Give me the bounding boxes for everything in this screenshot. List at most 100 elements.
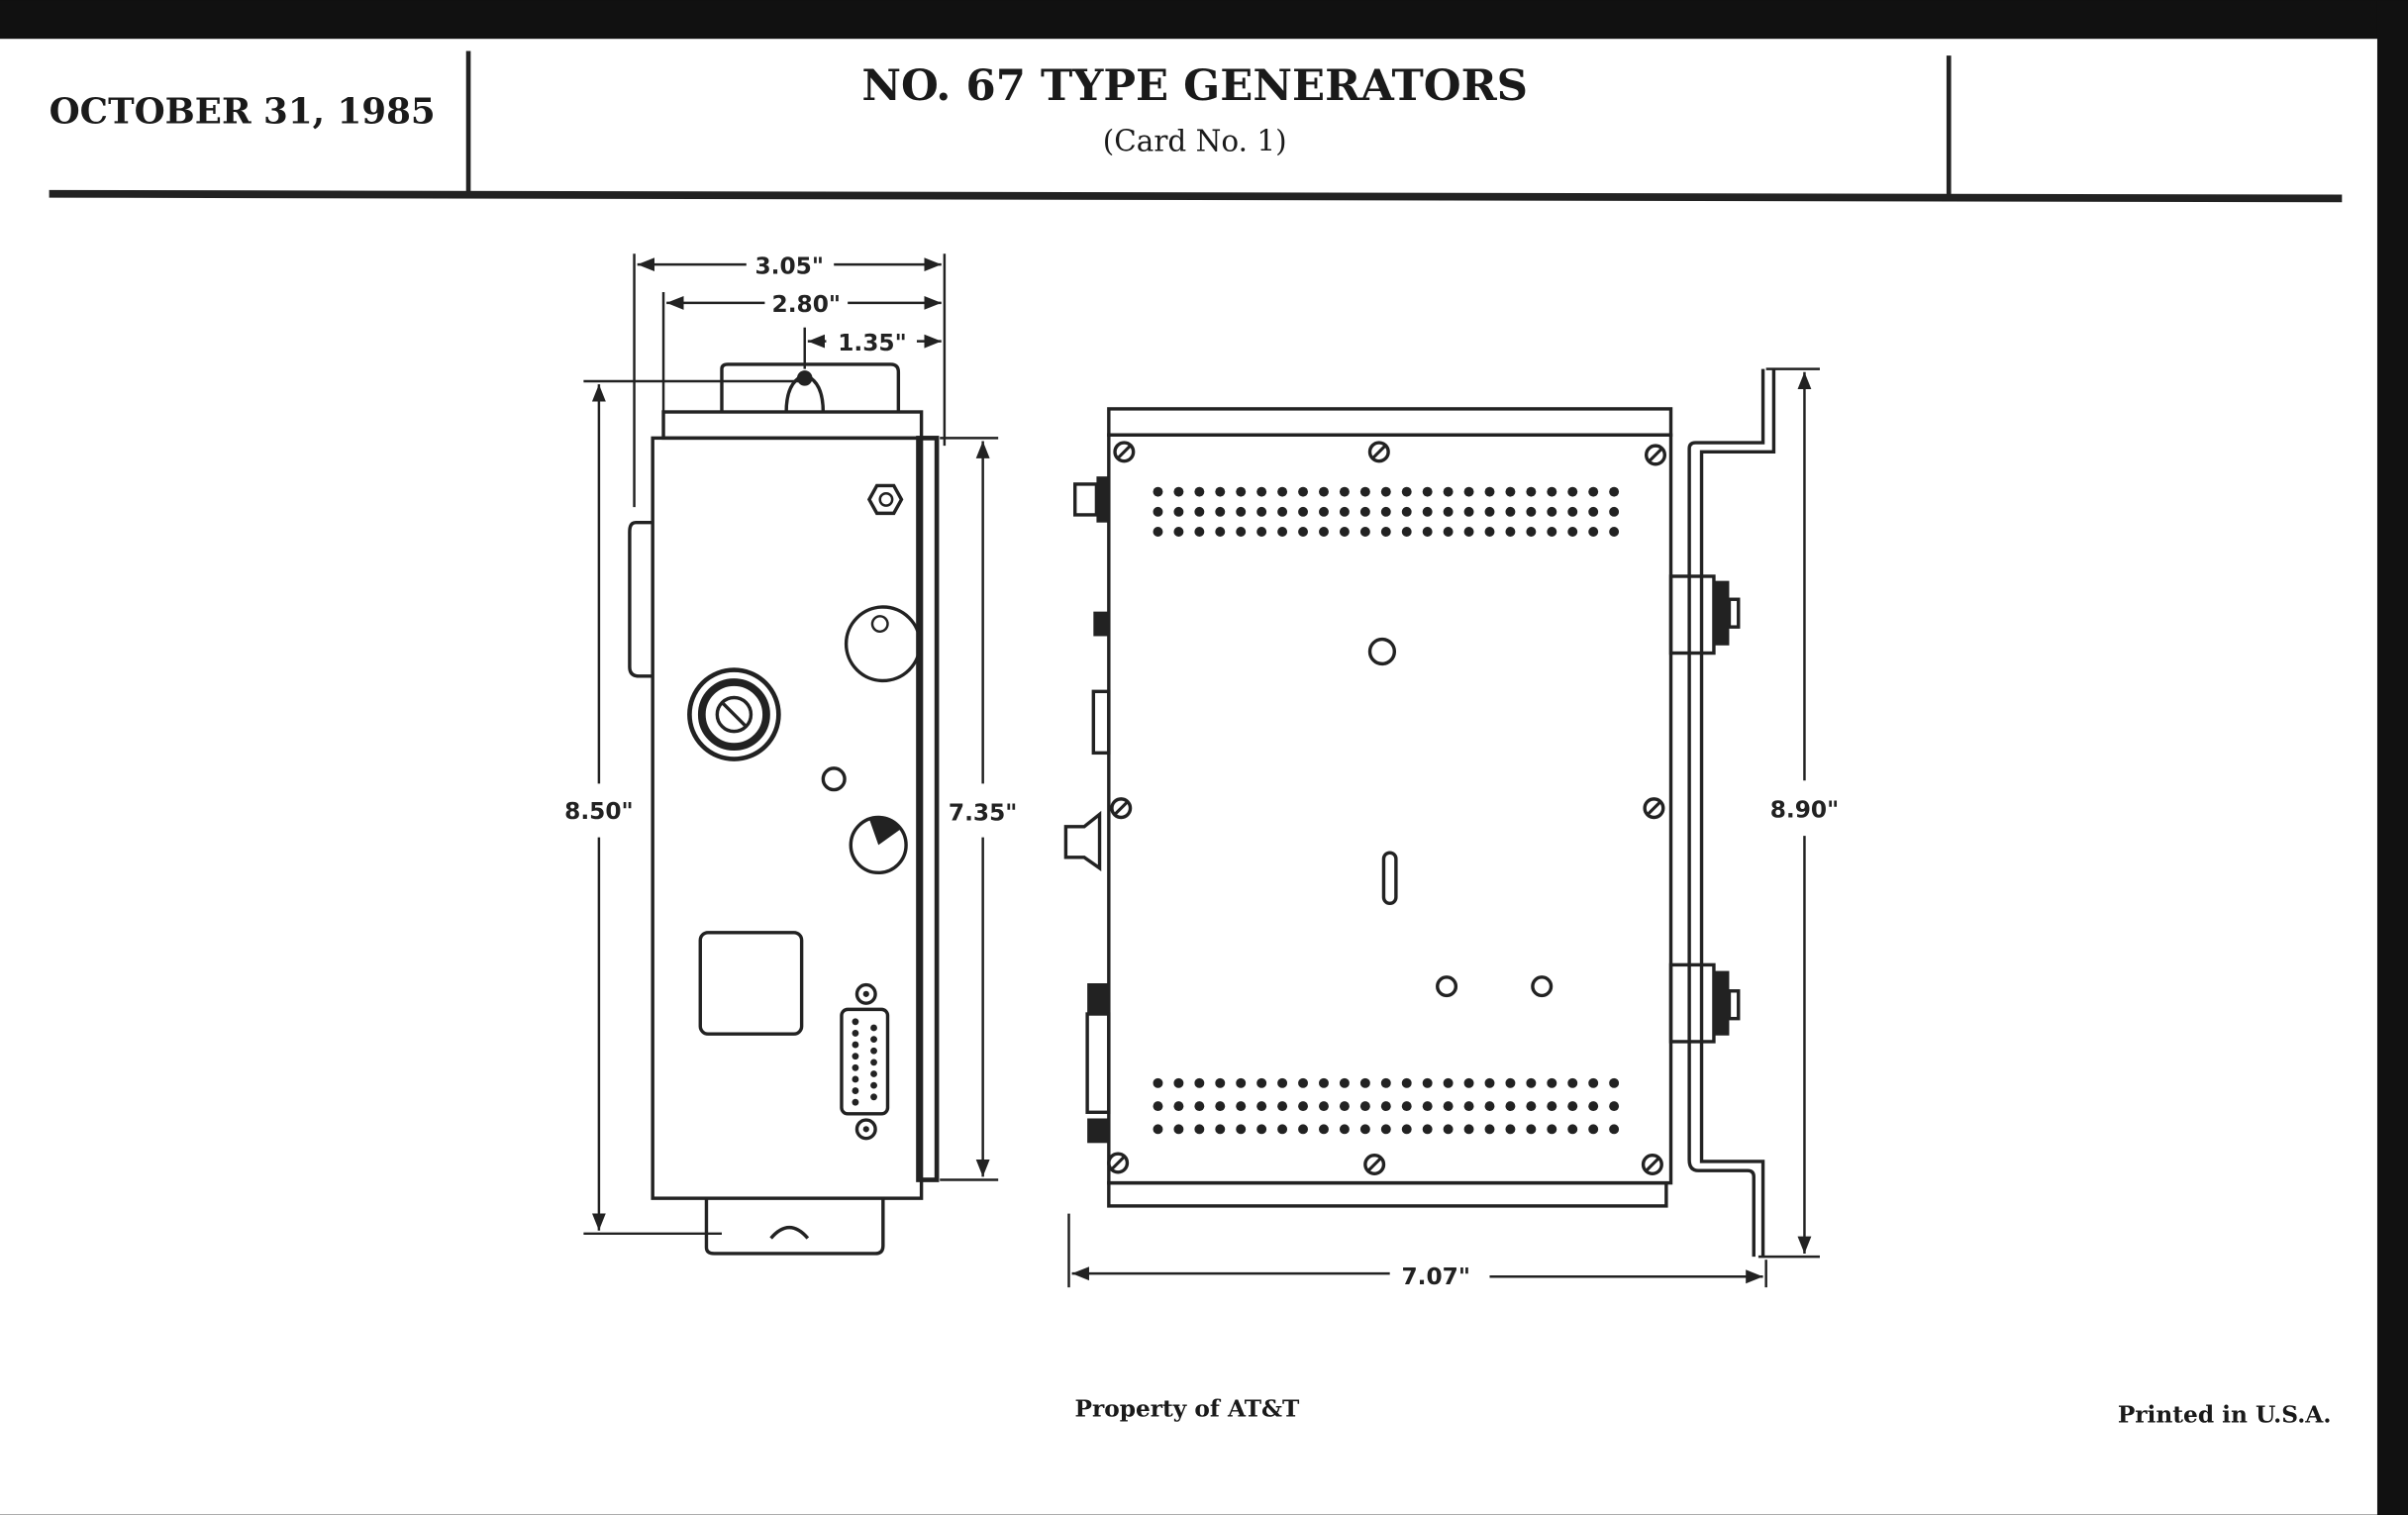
- vent-hole: [1526, 486, 1537, 497]
- vent-hole: [1359, 486, 1370, 497]
- vent-hole: [1422, 527, 1433, 537]
- vent-hole: [1588, 1077, 1599, 1088]
- vent-hole: [1526, 506, 1537, 517]
- vent-hole: [1256, 1124, 1267, 1135]
- vent-hole: [1256, 1101, 1267, 1112]
- scan-border-top: [0, 0, 2408, 40]
- vent-hole: [1505, 1124, 1516, 1135]
- scan-border-right: [2376, 0, 2408, 1515]
- vent-hole: [1153, 486, 1163, 497]
- vent-hole: [1298, 506, 1309, 517]
- front-view-dimensions: 8.90" 7.07": [1067, 367, 1839, 1290]
- vent-hole: [1236, 1101, 1247, 1112]
- dim-width-overall: 3.05": [754, 252, 823, 279]
- vent-hole: [1567, 527, 1578, 537]
- screw-icon: [1110, 797, 1133, 820]
- screw-icon: [1363, 1154, 1386, 1176]
- vent-hole: [1359, 1077, 1370, 1088]
- vent-hole: [1256, 1077, 1267, 1088]
- screw-icon: [1113, 441, 1136, 463]
- dim-width-body: 2.80": [772, 291, 841, 318]
- page-subtitle: (Card No. 1): [1103, 124, 1287, 157]
- vent-hole: [1567, 1124, 1578, 1135]
- vent-hole: [1339, 1101, 1350, 1112]
- vent-hole: [1588, 1101, 1599, 1112]
- vent-hole: [1153, 1101, 1163, 1112]
- vent-hole: [1194, 1077, 1205, 1088]
- vent-hole: [1173, 506, 1184, 517]
- vent-hole: [1401, 1101, 1412, 1112]
- vent-hole: [1484, 506, 1495, 517]
- vent-hole: [1277, 527, 1288, 537]
- vent-hole: [1567, 1101, 1578, 1112]
- vent-hole: [1401, 527, 1412, 537]
- header-rule: [49, 189, 2343, 203]
- vent-hole: [1547, 486, 1557, 497]
- vent-hole: [1380, 506, 1391, 517]
- vent-hole: [1339, 486, 1350, 497]
- vent-hole: [1526, 1124, 1537, 1135]
- vent-hole: [1298, 486, 1309, 497]
- dim-height-overall: 8.50": [564, 798, 633, 825]
- screw-icon: [1367, 441, 1390, 463]
- vent-hole: [1298, 527, 1309, 537]
- vent-hole: [1609, 1101, 1620, 1112]
- vent-hole: [1277, 1124, 1288, 1135]
- footer-printed: Printed in U.S.A.: [2118, 1402, 2332, 1429]
- vent-hole: [1401, 486, 1412, 497]
- vent-hole: [1153, 527, 1163, 537]
- vent-hole: [1277, 1101, 1288, 1112]
- vent-hole: [1380, 486, 1391, 497]
- vent-hole: [1215, 1077, 1226, 1088]
- vent-hole: [1277, 506, 1288, 517]
- screw-icon: [1643, 797, 1665, 820]
- vent-hole: [1422, 506, 1433, 517]
- vent-hole: [1609, 506, 1620, 517]
- vent-hole: [1588, 506, 1599, 517]
- vent-hole: [1215, 486, 1226, 497]
- vent-hole: [1401, 1077, 1412, 1088]
- vent-hole: [1505, 527, 1516, 537]
- vent-hole: [1236, 527, 1247, 537]
- vent-hole: [1588, 486, 1599, 497]
- vent-hole: [1277, 1077, 1288, 1088]
- vent-hole: [1463, 1101, 1474, 1112]
- page-title: NO. 67 TYPE GENERATORS: [861, 60, 1528, 111]
- vent-hole: [1236, 486, 1247, 497]
- dim-bracket-height: 8.90": [1770, 796, 1839, 823]
- vent-hole: [1443, 1077, 1454, 1088]
- vent-hole: [1194, 506, 1205, 517]
- vent-hole: [1505, 506, 1516, 517]
- vent-hole: [1422, 486, 1433, 497]
- vent-hole: [1484, 1101, 1495, 1112]
- vent-hole: [1298, 1101, 1309, 1112]
- vent-hole: [1319, 1101, 1329, 1112]
- vent-hole: [1194, 486, 1205, 497]
- dim-height-body: 7.35": [949, 800, 1017, 827]
- vent-hole: [1609, 1077, 1620, 1088]
- vent-hole: [1173, 527, 1184, 537]
- vent-hole: [1443, 486, 1454, 497]
- screw-icon: [1644, 444, 1667, 466]
- vent-hole: [1256, 527, 1267, 537]
- footer-ownership: Property of AT&T: [1075, 1395, 1301, 1422]
- vent-hole: [1153, 506, 1163, 517]
- vent-hole: [1256, 486, 1267, 497]
- vent-hole: [1380, 1124, 1391, 1135]
- vent-hole: [1484, 527, 1495, 537]
- vent-hole: [1153, 1077, 1163, 1088]
- vent-hole: [1609, 1124, 1620, 1135]
- vent-hole: [1194, 1124, 1205, 1135]
- vent-hole: [1277, 486, 1288, 497]
- vent-hole: [1588, 1124, 1599, 1135]
- vent-hole: [1359, 1101, 1370, 1112]
- vent-hole: [1588, 527, 1599, 537]
- vent-hole: [1215, 1101, 1226, 1112]
- vent-hole: [1547, 1077, 1557, 1088]
- vent-hole: [1339, 1077, 1350, 1088]
- vent-hole: [1319, 1077, 1329, 1088]
- vent-hole: [1567, 1077, 1578, 1088]
- vent-hole: [1401, 1124, 1412, 1135]
- vent-hole: [1380, 527, 1391, 537]
